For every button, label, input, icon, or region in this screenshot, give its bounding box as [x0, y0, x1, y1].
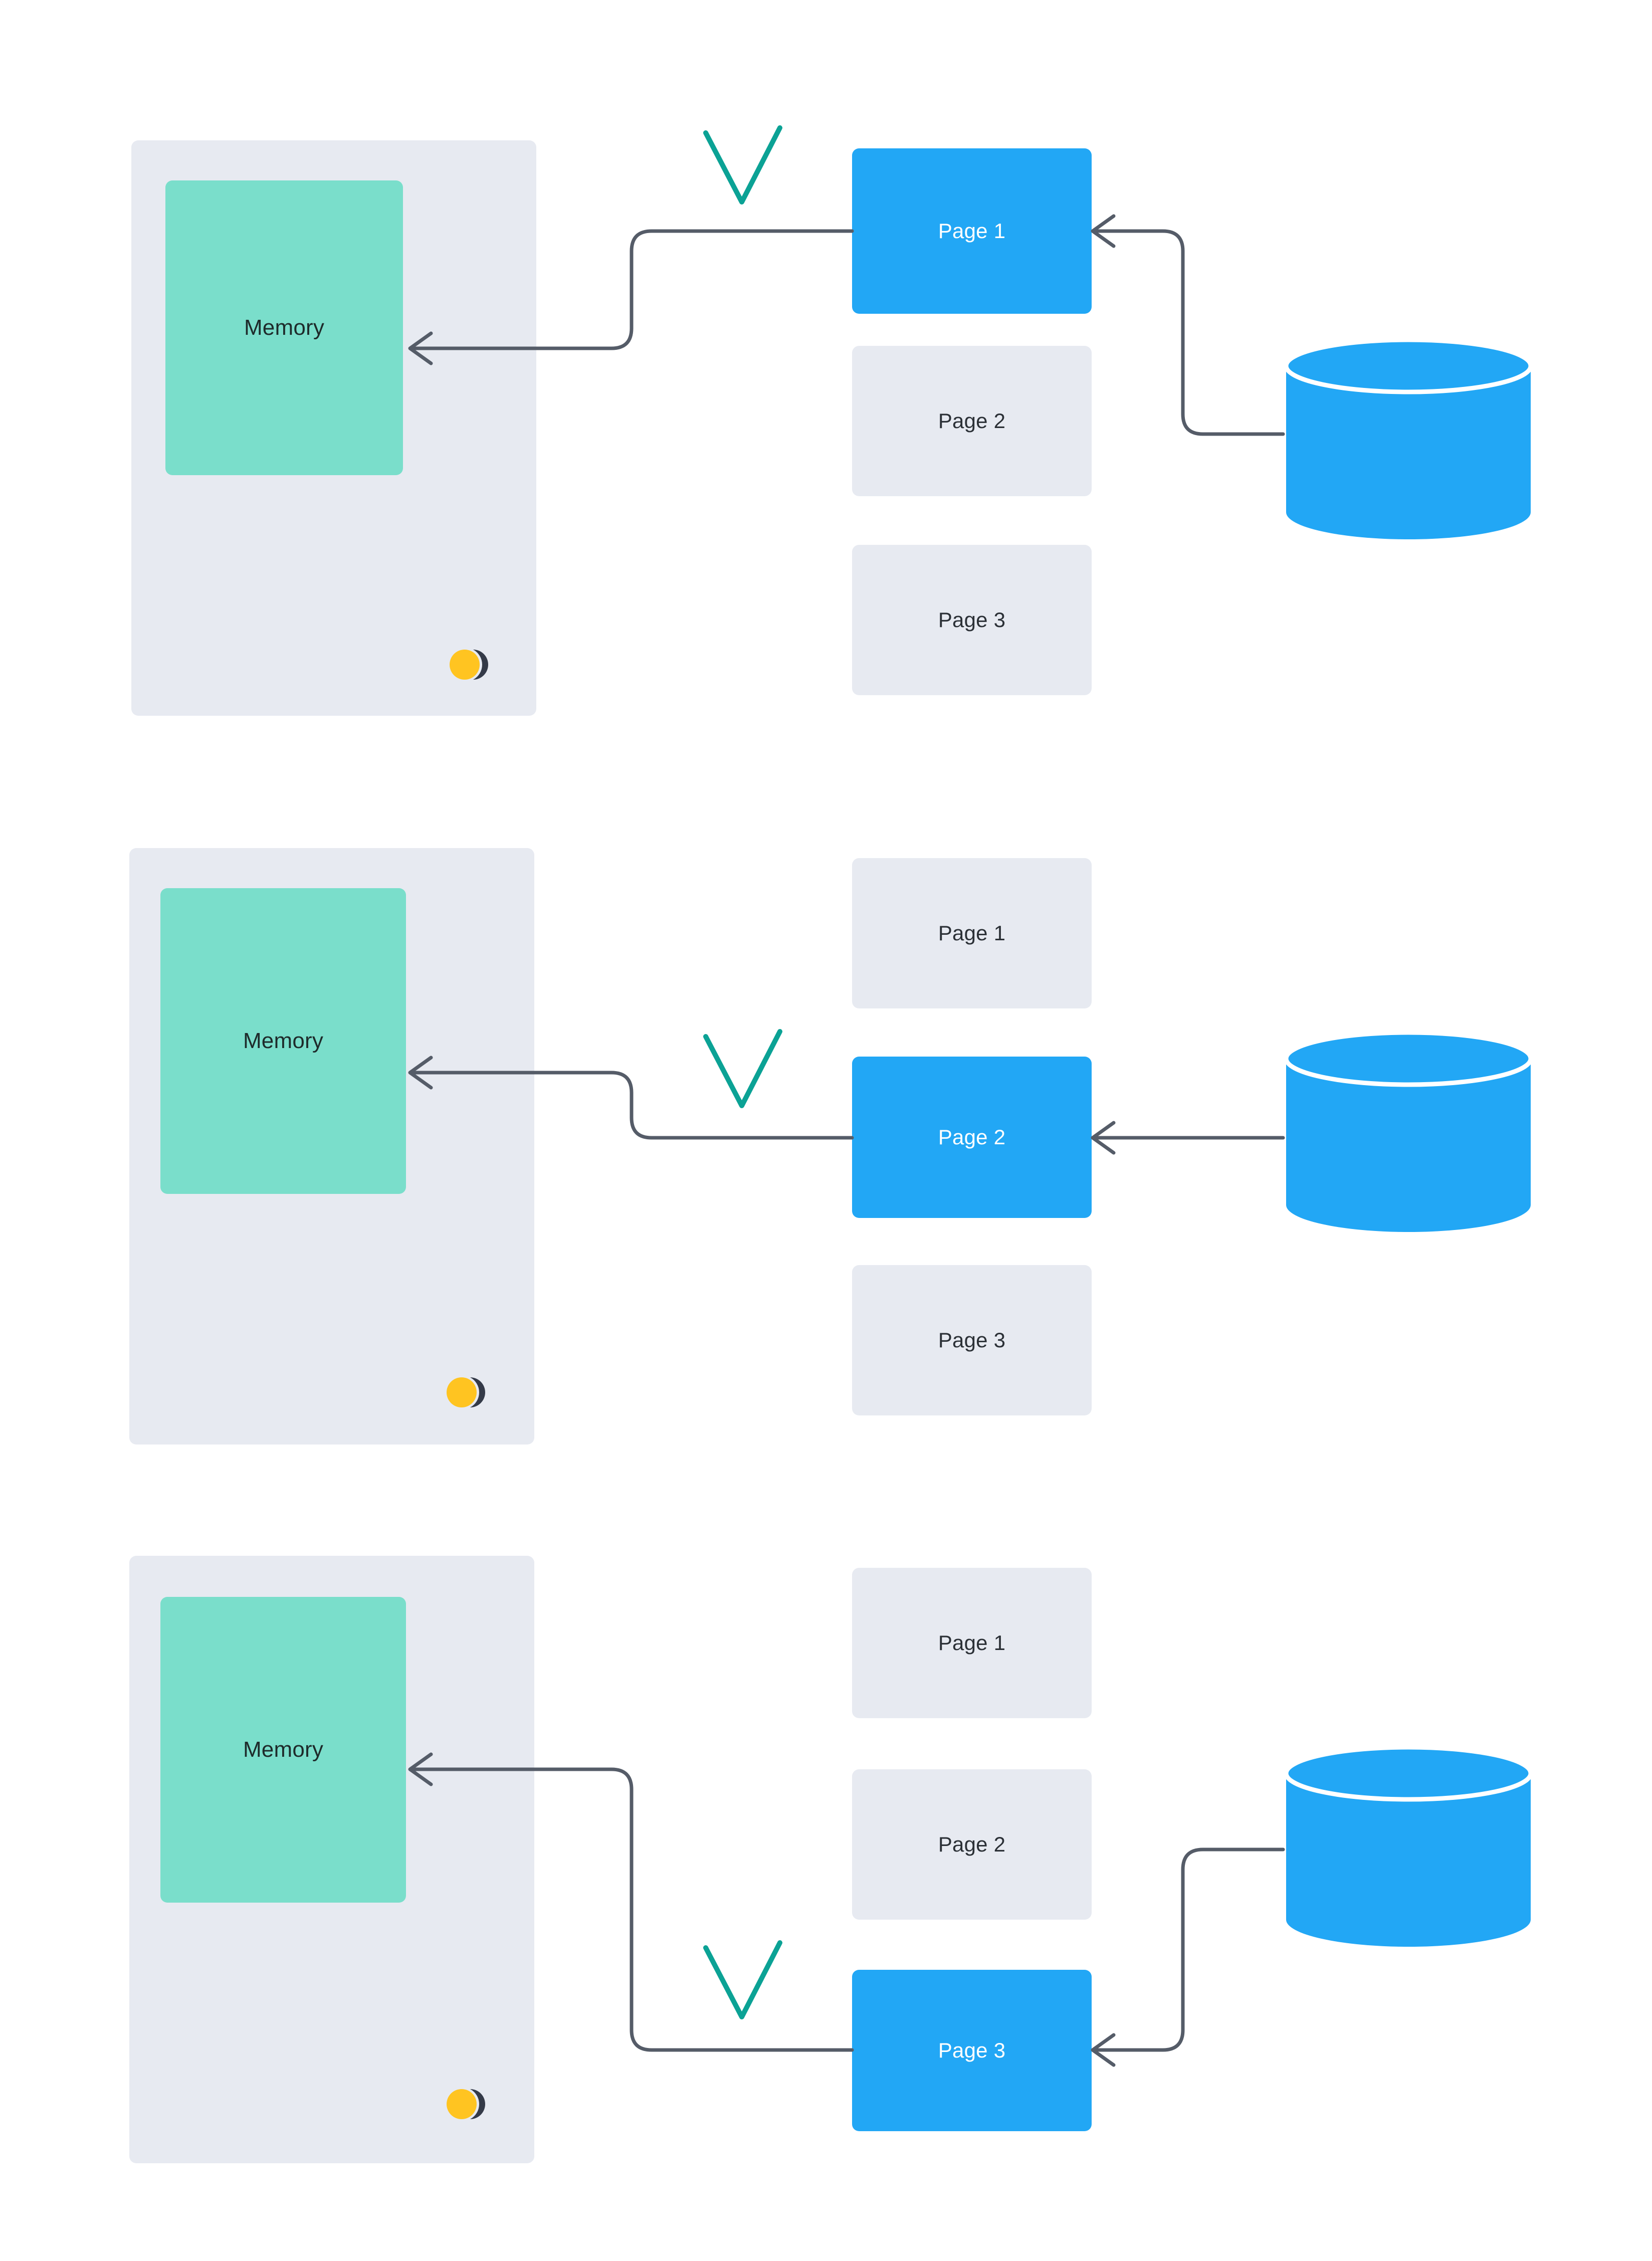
- memory-label: Memory: [243, 1029, 324, 1053]
- page-card-1-1[interactable]: Page 1: [852, 148, 1092, 314]
- datasource-label: Data Source: [1600, 446, 1652, 469]
- scene-1: Memory Page 1 Page 2 Page 3 Data Source: [0, 0, 1652, 772]
- arrowhead-page3: [1091, 2033, 1116, 2067]
- datasource-1[interactable]: Data Source: [1283, 337, 1652, 539]
- memory-box-1[interactable]: Memory: [165, 180, 403, 475]
- page-card-label: Page 2: [938, 1125, 1006, 1149]
- page-card-1-3[interactable]: Page 3: [852, 545, 1092, 695]
- datasource-3[interactable]: Data Source: [1283, 1745, 1652, 1947]
- page-card-2-1[interactable]: Page 1: [852, 858, 1092, 1008]
- page-card-3-2[interactable]: Page 2: [852, 1769, 1092, 1920]
- page-card-2-2[interactable]: Page 2: [852, 1057, 1092, 1218]
- memory-panel-2: Memory: [129, 848, 534, 1445]
- cylinder-icon: [1284, 337, 1533, 539]
- check-icon-2: [703, 1029, 782, 1108]
- page-card-label: Page 1: [938, 1631, 1006, 1655]
- datasource-label: Data Source: [1600, 1138, 1652, 1162]
- check-icon-3: [703, 1940, 782, 2019]
- page-card-label: Page 1: [938, 921, 1006, 945]
- page-card-label: Page 2: [938, 1832, 1006, 1856]
- datasource-2[interactable]: Data Source: [1283, 1030, 1652, 1232]
- brand-logo-icon: [447, 2081, 486, 2127]
- page-card-label: Page 3: [938, 608, 1006, 632]
- memory-label: Memory: [243, 1737, 324, 1762]
- memory-panel-3: Memory: [129, 1556, 534, 2163]
- page-card-2-3[interactable]: Page 3: [852, 1265, 1092, 1415]
- page-card-3-1[interactable]: Page 1: [852, 1568, 1092, 1718]
- brand-logo-icon: [447, 1369, 486, 1415]
- memory-panel-1: Memory: [131, 140, 536, 716]
- cylinder-icon: [1284, 1745, 1533, 1947]
- brand-logo-icon: [450, 642, 489, 688]
- cylinder-icon: [1284, 1030, 1533, 1232]
- page-card-label: Page 1: [938, 219, 1006, 243]
- page-card-label: Page 3: [938, 1328, 1006, 1352]
- page-card-1-2[interactable]: Page 2: [852, 346, 1092, 496]
- memory-box-3[interactable]: Memory: [160, 1597, 406, 1903]
- wire-datasource-to-page3: [1092, 1847, 1285, 2052]
- page-card-3-3[interactable]: Page 3: [852, 1970, 1092, 2131]
- arrowhead-page2: [1091, 1121, 1116, 1155]
- memory-box-2[interactable]: Memory: [160, 888, 406, 1194]
- datasource-label: Data Source: [1600, 1853, 1652, 1877]
- page-card-label: Page 2: [938, 409, 1006, 433]
- page-card-label: Page 3: [938, 2038, 1006, 2062]
- memory-label: Memory: [244, 315, 325, 340]
